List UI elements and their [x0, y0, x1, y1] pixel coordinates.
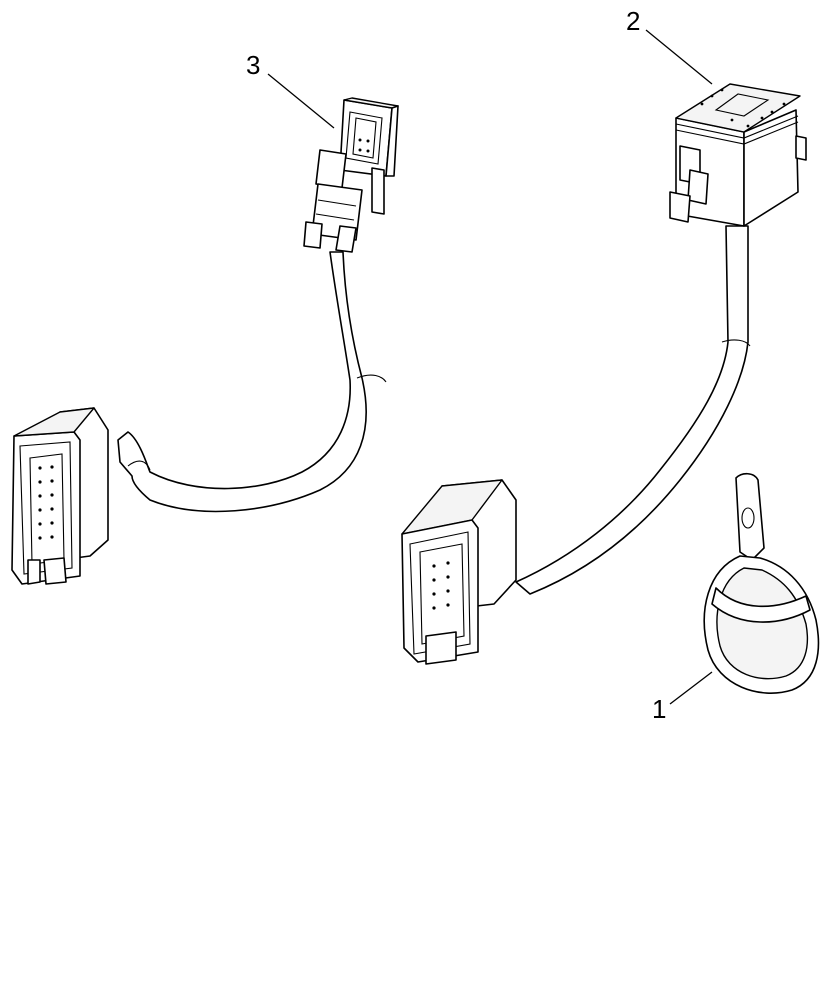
leader-line-2 — [645, 29, 713, 85]
part-3-12-way-connector — [11, 407, 109, 585]
leader-line-1 — [669, 671, 713, 705]
leader-line-3 — [267, 73, 335, 129]
callout-3: 3 — [246, 50, 260, 80]
part-2-harness — [401, 83, 807, 665]
part-2-socket — [669, 83, 807, 227]
part-3-small-plug — [303, 97, 399, 253]
callout-1: 1 — [652, 694, 666, 724]
part-1-p-clamp — [703, 472, 820, 694]
part-3-cable — [117, 251, 367, 513]
part-2-cable — [515, 225, 749, 595]
part-2-12-way-connector — [401, 479, 517, 665]
callout-2: 2 — [626, 6, 640, 36]
part-3-harness — [11, 97, 399, 585]
